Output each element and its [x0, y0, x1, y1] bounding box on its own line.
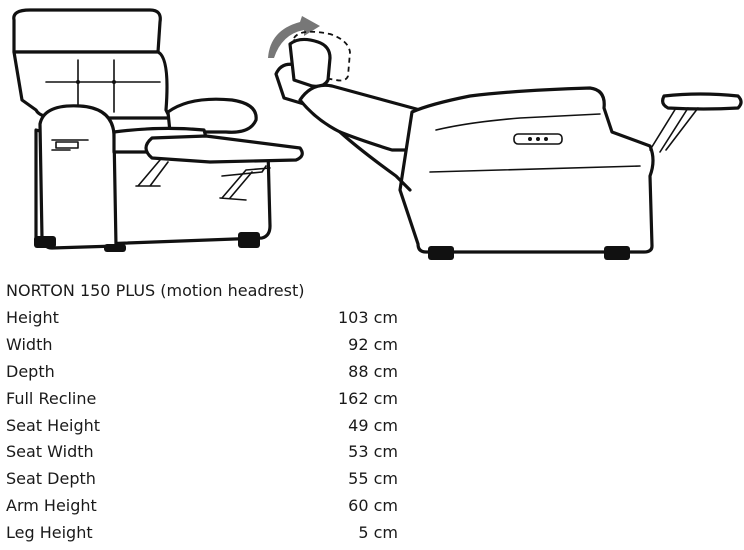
spec-value: 53 cm: [348, 442, 398, 462]
spec-label: Full Recline: [6, 388, 97, 408]
spec-value: 60 cm: [348, 496, 398, 516]
spec-label: Height: [6, 308, 59, 327]
spec-label: Seat Height: [6, 415, 101, 435]
spec-label: Leg Height: [6, 523, 93, 543]
spec-row-seat-width: Seat Width 53 cm: [6, 439, 398, 466]
spec-row-height: Height 103 cm: [6, 305, 398, 332]
spec-value: 92 cm: [348, 334, 398, 354]
spec-label: Width: [6, 334, 53, 354]
spec-value: 49 cm: [348, 415, 398, 435]
spec-row-seat-depth: Seat Depth 55 cm: [6, 466, 398, 493]
spec-label: Seat Width: [6, 442, 94, 462]
spec-value: 103 cm: [337, 308, 398, 327]
product-title: NORTON 150 PLUS (motion headrest): [6, 281, 305, 300]
spec-value: 162 cm: [337, 388, 398, 408]
spec-label: Arm Height: [6, 496, 97, 516]
spec-label: Seat Depth: [6, 469, 96, 489]
spec-value: 88 cm: [348, 361, 398, 381]
recliner-illustrations: [12, 8, 743, 260]
recliner-side-view: [268, 16, 743, 260]
spec-value: 55 cm: [348, 469, 398, 489]
recliner-front-view: [12, 8, 304, 252]
motion-arrow-icon: [268, 16, 320, 58]
spec-row-leg-height: Leg Height 5 cm: [6, 520, 398, 547]
spec-value: 5 cm: [358, 523, 398, 543]
spec-row-width: Width 92 cm: [6, 332, 398, 359]
spec-row-depth: Depth 88 cm: [6, 359, 398, 386]
spec-label: Depth: [6, 361, 55, 381]
spec-row-seat-height: Seat Height 49 cm: [6, 413, 398, 440]
spec-row-full-recline: Full Recline 162 cm: [6, 386, 398, 413]
spec-row-arm-height: Arm Height 60 cm: [6, 493, 398, 520]
spec-table: Height 103 cm Width 92 cm Depth 88 cm Fu…: [6, 305, 398, 547]
